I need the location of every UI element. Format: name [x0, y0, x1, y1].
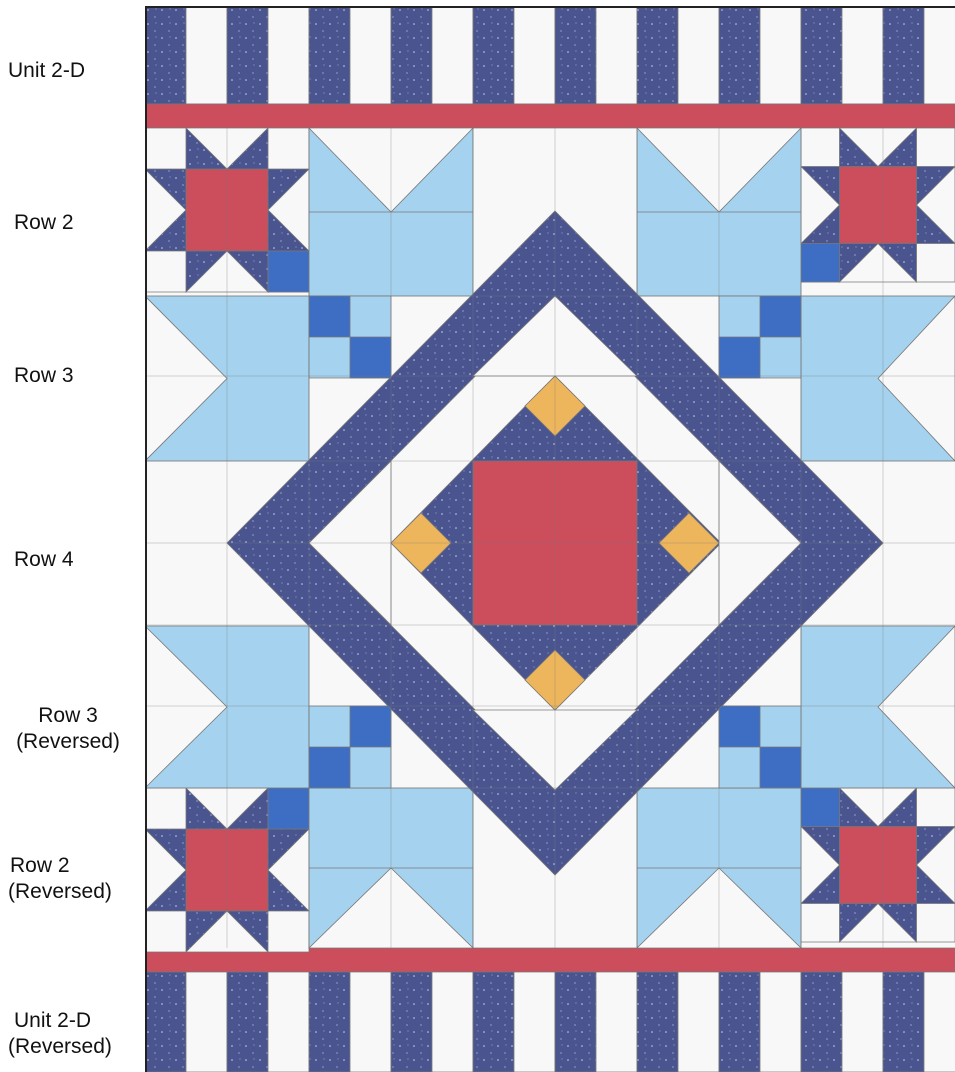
blue-square: [309, 296, 350, 337]
stripe-bottom: [596, 972, 637, 1072]
blue-square: [309, 747, 350, 788]
stripe-bottom: [227, 972, 268, 1072]
stripe-bottom: [801, 972, 842, 1072]
stripe-top: [227, 6, 268, 104]
blue-square: [719, 706, 760, 747]
blue-corner-square: [268, 788, 309, 829]
blue-corner-square: [268, 251, 309, 292]
stripe-bottom: [309, 972, 350, 1072]
label-row-3-top: Row 3: [14, 363, 159, 389]
label-row-2-top: Row 2: [14, 210, 159, 236]
stripe-bottom: [268, 972, 309, 1072]
stripe-top: [760, 6, 801, 104]
blue-square: [760, 296, 801, 337]
stripe-bottom: [514, 972, 555, 1072]
stripe-top: [719, 6, 760, 104]
stripe-top: [637, 6, 678, 104]
blue-square: [760, 747, 801, 788]
stripe-top: [309, 6, 350, 104]
star-center: [840, 167, 917, 244]
stripe-top: [350, 6, 391, 104]
star-center: [840, 827, 917, 904]
blue-square: [350, 706, 391, 747]
label-row-4: Row 4: [14, 547, 159, 573]
label-unit-2d-top: Unit 2-D: [8, 58, 153, 84]
row-labels: Unit 2-D Row 2 Row 3 Row 4 Row 3 (Revers…: [0, 0, 145, 1072]
label-row-2-reversed: Row 2 (Reversed): [8, 853, 148, 905]
quilt-canvas: [145, 6, 955, 1072]
quilt-diagram: [145, 6, 955, 1072]
label-row-3-reversed: Row 3 (Reversed): [8, 703, 128, 755]
stripe-top: [514, 6, 555, 104]
stripe-bottom: [760, 972, 801, 1072]
blue-square: [719, 337, 760, 378]
stripe-top: [145, 6, 186, 104]
stripe-bottom: [145, 972, 186, 1072]
stripe-top: [432, 6, 473, 104]
stripe-top: [883, 6, 924, 104]
stripe-bottom: [924, 972, 955, 1072]
stripe-top: [842, 6, 883, 104]
blue-corner-square: [801, 788, 840, 827]
blue-square: [350, 337, 391, 378]
stripe-bottom: [842, 972, 883, 1072]
stripe-bottom: [883, 972, 924, 1072]
stripe-top: [801, 6, 842, 104]
blue-corner-square: [801, 244, 840, 283]
stripe-bottom: [473, 972, 514, 1072]
stripe-bottom: [350, 972, 391, 1072]
stripe-bottom: [555, 972, 596, 1072]
stripe-top: [391, 6, 432, 104]
stripe-bottom: [637, 972, 678, 1072]
stripe-bottom: [678, 972, 719, 1072]
stripe-bottom: [391, 972, 432, 1072]
stripe-bottom: [432, 972, 473, 1072]
stripe-bottom: [719, 972, 760, 1072]
stripe-bottom: [186, 972, 227, 1072]
label-unit-2d-reversed: Unit 2-D (Reversed): [8, 1008, 148, 1060]
stripe-top: [924, 6, 955, 104]
stripe-top: [555, 6, 596, 104]
stripe-top: [473, 6, 514, 104]
stripe-top: [268, 6, 309, 104]
stripe-top: [596, 6, 637, 104]
stripe-top: [678, 6, 719, 104]
stripe-top: [186, 6, 227, 104]
red-border-top: [145, 104, 955, 128]
